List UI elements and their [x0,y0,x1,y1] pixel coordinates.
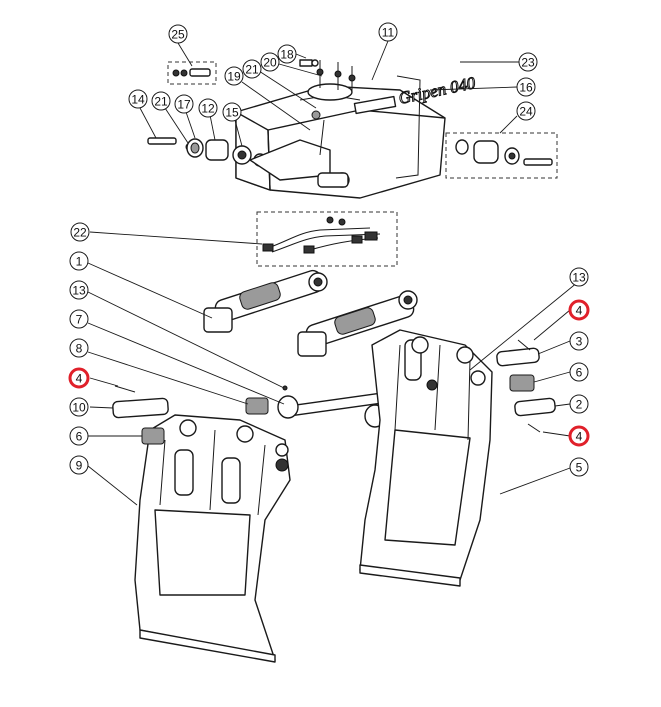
svg-text:8: 8 [76,342,83,356]
callout-13-right: 13 [569,267,589,287]
callout-21-top: 21 [242,59,262,79]
part-group-24 [445,132,558,179]
svg-text:21: 21 [245,63,259,77]
svg-text:7: 7 [76,313,83,327]
part-group-25 [167,61,217,85]
svg-text:4: 4 [576,430,583,444]
callout-23: 23 [518,52,538,72]
leader-lines [87,40,579,506]
callouts: 25 11 18 20 21 19 23 16 14 21 17 12 15 2… [68,22,590,477]
jaw-right-5 [359,329,493,587]
callout-7: 7 [69,309,89,329]
svg-text:1: 1 [76,255,83,269]
svg-text:14: 14 [131,93,145,107]
cylinder-1-upper [203,269,328,333]
callout-2: 2 [569,394,589,414]
cylinder-1-lower [297,290,418,357]
svg-text:11: 11 [382,26,395,40]
callout-15: 15 [222,102,242,122]
left-hardware-row [147,137,252,165]
svg-text:4: 4 [576,304,583,318]
svg-text:17: 17 [177,98,191,112]
svg-text:6: 6 [76,430,83,444]
svg-text:4: 4 [76,372,83,386]
callout-6-left: 6 [69,426,89,446]
svg-text:10: 10 [72,401,86,415]
callout-1: 1 [69,251,89,271]
svg-text:20: 20 [263,56,277,70]
part-18 [299,59,319,67]
callout-6-right: 6 [569,362,589,382]
callout-10: 10 [69,397,89,417]
svg-text:24: 24 [519,105,533,119]
callout-17: 17 [174,94,194,114]
callout-22: 22 [70,222,90,242]
callout-14: 14 [128,89,148,109]
svg-text:23: 23 [521,56,535,70]
callout-3: 3 [569,331,589,351]
hose-kit-22 [256,211,398,267]
callout-4-bottom-right: 4 [568,425,590,447]
callout-4-top-right: 4 [568,299,590,321]
callout-20: 20 [260,52,280,72]
callout-8: 8 [69,338,89,358]
callout-16: 16 [516,77,536,97]
left-pins [112,385,169,445]
svg-text:2: 2 [576,398,583,412]
svg-text:16: 16 [519,81,533,95]
callout-21-left: 21 [151,91,171,111]
svg-text:18: 18 [280,48,294,62]
svg-text:19: 19 [227,70,241,84]
right-pins [496,339,556,433]
svg-text:6: 6 [576,366,583,380]
mount-bracket [235,60,446,199]
svg-text:15: 15 [225,106,239,120]
svg-text:12: 12 [201,102,215,116]
callout-13-left: 13 [69,280,89,300]
svg-text:13: 13 [572,271,586,285]
callout-12: 12 [198,98,218,118]
callout-11: 11 [378,22,398,42]
callout-24: 24 [516,101,536,121]
link-arm-7 [245,392,386,428]
svg-text:21: 21 [154,95,168,109]
callout-25: 25 [168,24,188,44]
svg-text:22: 22 [73,226,87,240]
callout-4-left: 4 [68,367,90,389]
svg-text:3: 3 [576,335,583,349]
svg-text:5: 5 [576,461,583,475]
callout-18: 18 [277,44,297,64]
callout-9: 9 [69,455,89,475]
callout-5: 5 [569,457,589,477]
svg-text:9: 9 [76,459,83,473]
svg-text:25: 25 [171,28,185,42]
svg-text:13: 13 [72,284,86,298]
callout-19: 19 [224,66,244,86]
jaw-left-9 [134,414,291,663]
